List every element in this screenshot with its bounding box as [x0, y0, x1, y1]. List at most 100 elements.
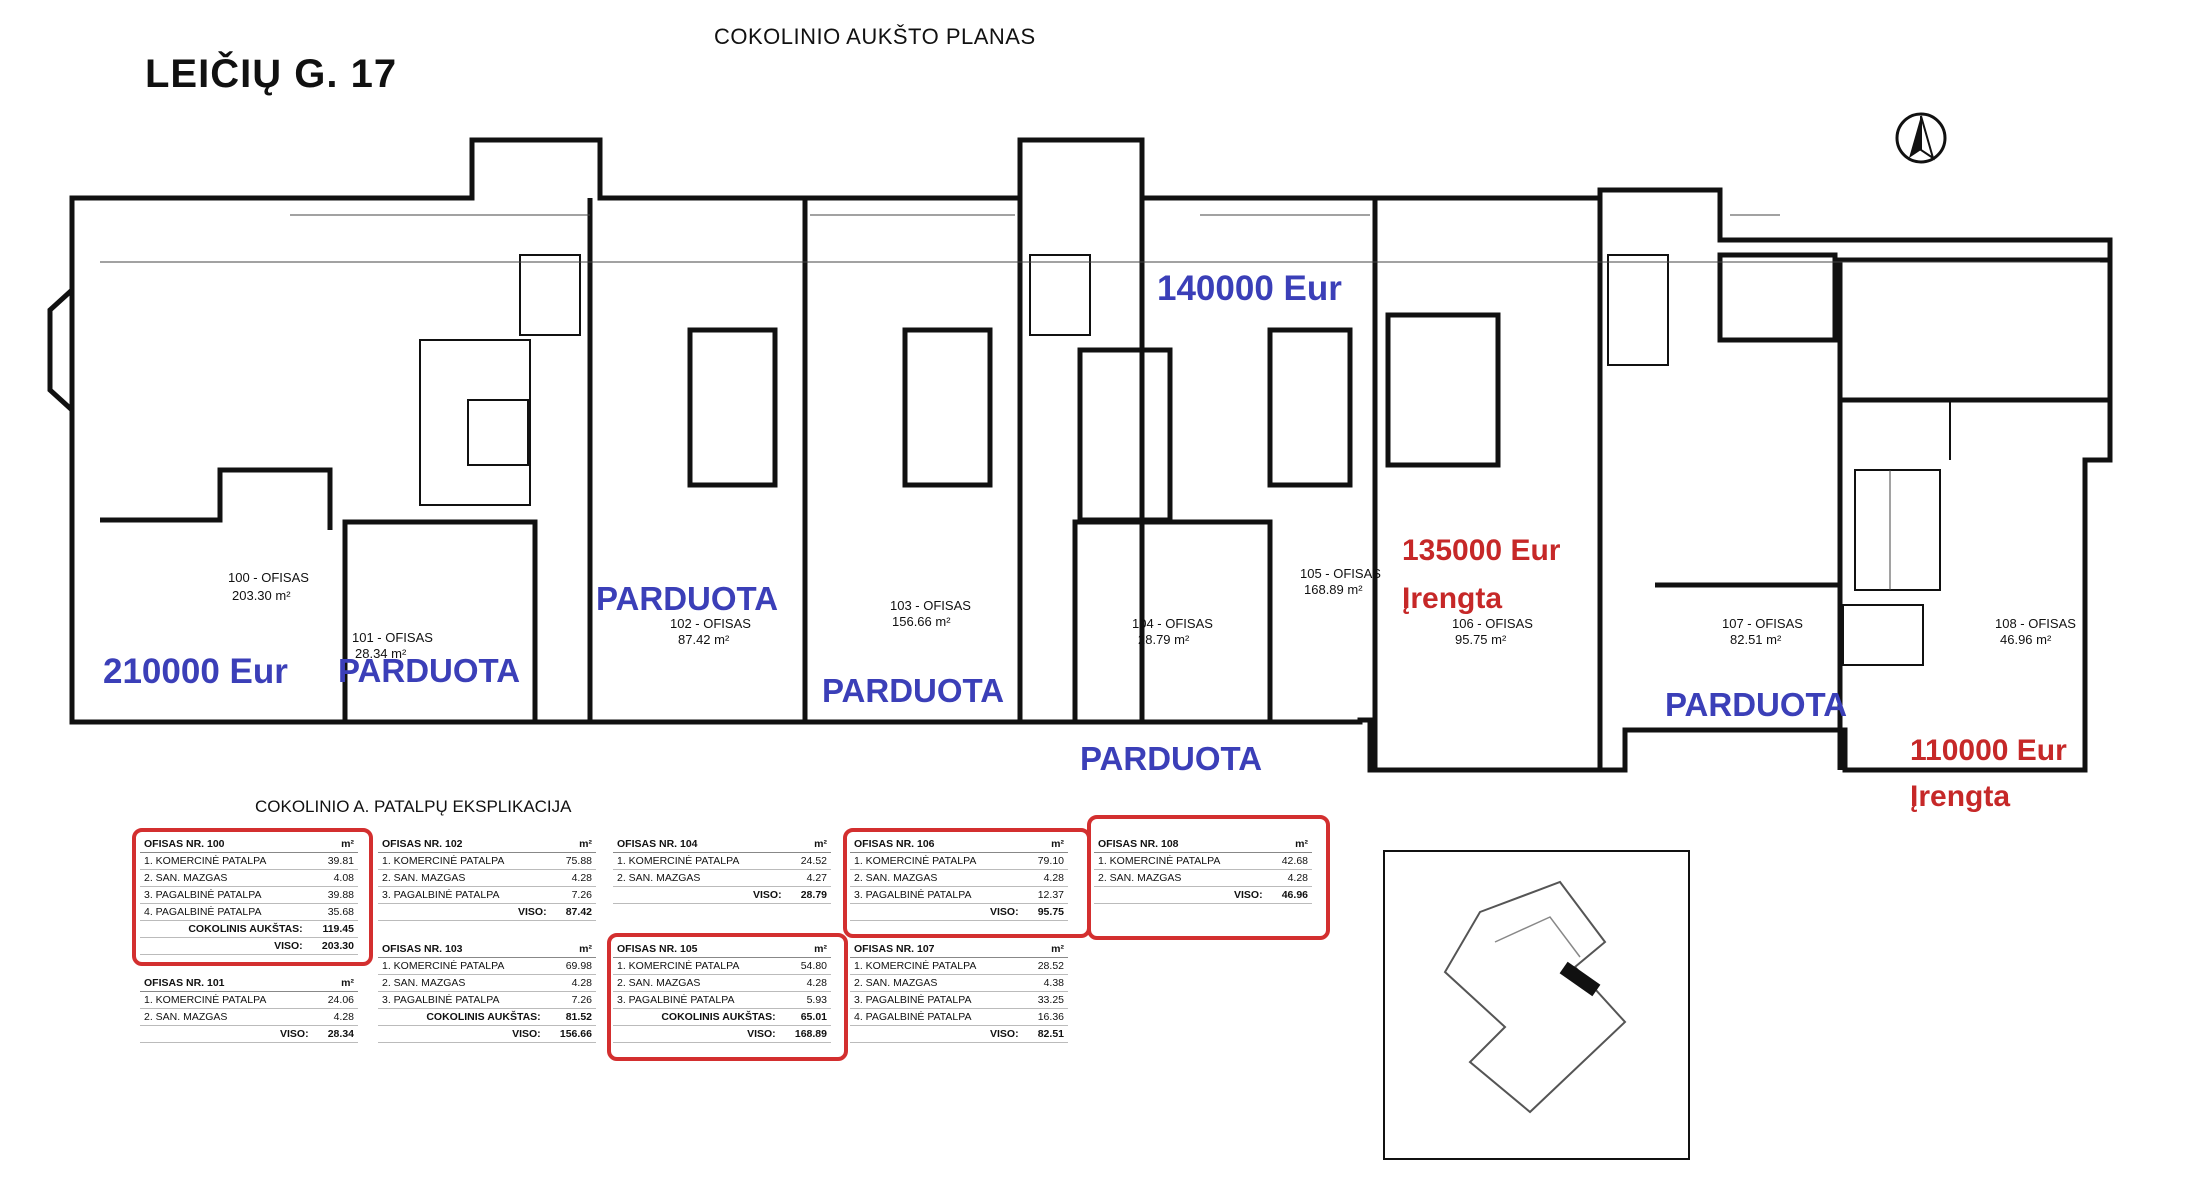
- total-label: VISO:: [613, 1025, 780, 1043]
- room-label-105: 105 - OFISAS: [1300, 566, 1381, 581]
- total-value: 168.89: [779, 1025, 831, 1043]
- installed-label-108: Įrengta: [1910, 780, 2010, 813]
- stair-hatching: [290, 214, 1891, 590]
- total-label: VISO:: [1094, 886, 1267, 904]
- row-value: 24.52: [785, 852, 831, 870]
- row-label: 3. PAGALBINĖ PATALPA: [850, 991, 1023, 1009]
- installed-label-106: Įrengta: [1402, 582, 1502, 615]
- table-unit: m²: [544, 941, 596, 958]
- table-title: OFISAS NR. 105: [613, 941, 780, 958]
- price-label-108: 110000 Eur: [1910, 734, 2067, 767]
- row-label: 3. PAGALBINĖ PATALPA: [850, 886, 1023, 904]
- table-title: OFISAS NR. 106: [850, 836, 1023, 853]
- table-title: OFISAS NR. 108: [1094, 836, 1267, 853]
- row-value: 7.26: [550, 886, 596, 904]
- room-area-105: 168.89 m²: [1304, 582, 1363, 597]
- building-outline: [47, 137, 2113, 773]
- room-labels: 100 - OFISAS 203.30 m² 101 - OFISAS 28.3…: [228, 566, 2076, 661]
- table-unit: m²: [1022, 941, 1068, 958]
- row-value: 12.37: [1022, 886, 1068, 904]
- row-value: 4.28: [1022, 869, 1068, 887]
- highlight-box-105: [607, 933, 848, 1061]
- address-title: LEIČIŲ G. 17: [145, 52, 398, 96]
- row-value: 4.28: [312, 1008, 358, 1026]
- table-title: OFISAS NR. 102: [378, 836, 551, 853]
- total-value: 203.30: [306, 937, 358, 955]
- row-label: 3. PAGALBINĖ PATALPA: [613, 991, 780, 1009]
- table-total-row: VISO:87.42: [378, 903, 596, 921]
- total-label: VISO:: [613, 886, 786, 904]
- table-title: OFISAS NR. 107: [850, 941, 1023, 958]
- row-value: 79.10: [1022, 852, 1068, 870]
- row-label: 2. SAN. MAZGAS: [378, 974, 545, 992]
- north-arrow-icon: [1895, 112, 1947, 164]
- room-label-104: 104 - OFISAS: [1132, 616, 1213, 631]
- room-area-106: 95.75 m²: [1455, 632, 1507, 647]
- table-total-row: VISO:95.75: [850, 903, 1068, 921]
- row-label: 2. SAN. MAZGAS: [850, 974, 1023, 992]
- total-label: VISO:: [140, 937, 307, 955]
- row-value: 16.36: [1022, 1008, 1068, 1026]
- row-value: 5.93: [779, 991, 831, 1009]
- highlight-box-106: [843, 828, 1091, 938]
- table-unit: m²: [785, 836, 831, 853]
- row-label: 4. PAGALBINĖ PATALPA: [140, 903, 307, 921]
- highlight-box-100: [132, 828, 373, 966]
- table-total-row: VISO:168.89: [613, 1025, 831, 1043]
- table-unit: m²: [306, 836, 358, 853]
- room-area-104: 28.79 m²: [1138, 632, 1190, 647]
- room-label-101: 101 - OFISAS: [352, 630, 433, 645]
- row-label: 1. KOMERCINĖ PATALPA: [850, 852, 1023, 870]
- table-total-row: VISO:156.66: [378, 1025, 596, 1043]
- total-value: 82.51: [1022, 1025, 1068, 1043]
- row-label: 2. SAN. MAZGAS: [613, 974, 780, 992]
- row-label: 2. SAN. MAZGAS: [850, 869, 1023, 887]
- room-area-103: 156.66 m²: [892, 614, 951, 629]
- total-value: 81.52: [544, 1008, 596, 1026]
- row-value: 7.26: [544, 991, 596, 1009]
- total-label: VISO:: [850, 1025, 1023, 1043]
- highlight-box-108: [1087, 815, 1330, 940]
- total-label: VISO:: [140, 1025, 313, 1043]
- row-label: 2. SAN. MAZGAS: [378, 869, 551, 887]
- row-value: 75.88: [550, 852, 596, 870]
- row-value: 42.68: [1266, 852, 1312, 870]
- total-value: 95.75: [1022, 903, 1068, 921]
- sold-label-107: PARDUOTA: [1665, 686, 1847, 723]
- price-label-106: 135000 Eur: [1402, 534, 1561, 567]
- row-label: 1. KOMERCINĖ PATALPA: [140, 991, 313, 1009]
- row-label: 2. SAN. MAZGAS: [1094, 869, 1267, 887]
- row-label: 1. KOMERCINĖ PATALPA: [613, 957, 780, 975]
- explication-title: COKOLINIO A. PATALPŲ EKSPLIKACIJA: [255, 797, 572, 816]
- total-value: 28.34: [312, 1025, 358, 1043]
- row-label: 3. PAGALBINĖ PATALPA: [378, 991, 545, 1009]
- row-label: 1. KOMERCINĖ PATALPA: [378, 852, 551, 870]
- site-plan-icon: [1383, 850, 1690, 1160]
- sold-label-101: PARDUOTA: [338, 652, 520, 689]
- row-value: 4.28: [544, 974, 596, 992]
- room-area-107: 82.51 m²: [1730, 632, 1782, 647]
- row-value: 4.27: [785, 869, 831, 887]
- row-value: 24.06: [312, 991, 358, 1009]
- room-label-100: 100 - OFISAS: [228, 570, 309, 585]
- total-value: 46.96: [1266, 886, 1312, 904]
- plan-title: COKOLINIO AUKŠTO PLANAS: [714, 24, 1036, 49]
- unit-partitions: [100, 198, 2113, 770]
- total-label: COKOLINIS AUKŠTAS:: [613, 1008, 780, 1026]
